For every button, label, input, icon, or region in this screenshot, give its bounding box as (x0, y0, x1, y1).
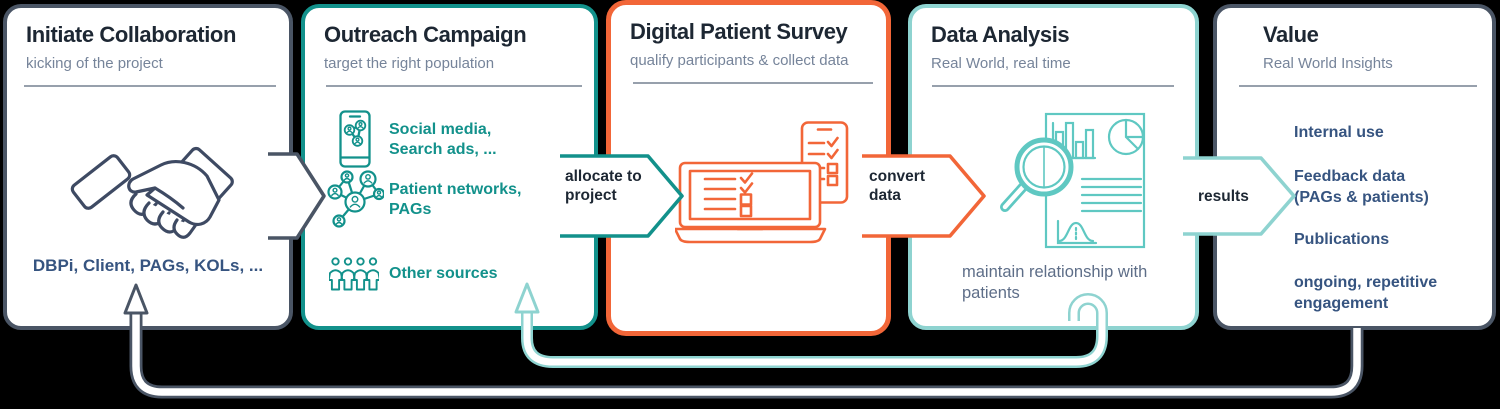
card-subtitle: Real World, real time (931, 55, 1071, 72)
value-item: Internal use (1294, 124, 1384, 141)
card-title: Initiate Collaboration (26, 22, 236, 47)
connector-label-allocate: allocate to project (565, 168, 642, 204)
card-value: Value Real World Insights Internal use F… (1213, 4, 1496, 330)
outreach-item-label: Patient networks, PAGs (389, 181, 522, 218)
outreach-item-label: Social media, Search ads, ... (389, 121, 497, 158)
card-subtitle: kicking of the project (26, 55, 163, 72)
laptop-phone-survey-icon (673, 121, 849, 250)
people-group-icon (327, 257, 381, 298)
divider (24, 85, 276, 87)
divider (633, 82, 873, 84)
handshake-icon (67, 138, 237, 261)
stakeholders-text: DBPi, Client, PAGs, KOLs, ... (32, 256, 264, 275)
phone-social-network-icon (339, 110, 371, 173)
card-outreach-campaign: Outreach Campaign target the right popul… (301, 4, 598, 330)
card-subtitle: Real World Insights (1263, 55, 1393, 72)
card-data-analysis: Data Analysis Real World, real time (908, 4, 1199, 330)
divider (1239, 85, 1477, 87)
outreach-item-label: Other sources (389, 265, 498, 282)
value-item: Feedback data (PAGs & patients) (1294, 168, 1429, 206)
patient-network-icon (326, 170, 386, 237)
card-subtitle: qualify participants & collect data (630, 52, 849, 69)
report-magnifier-icon (989, 99, 1189, 269)
card-initiate-collaboration: Initiate Collaboration kicking of the pr… (3, 4, 293, 330)
value-item: Publications (1294, 231, 1390, 248)
card-title: Data Analysis (931, 22, 1070, 47)
card-subtitle: target the right population (324, 55, 495, 72)
connector-label-convert: convert data (869, 168, 925, 204)
divider (932, 85, 1174, 87)
card-title: Value (1263, 22, 1319, 47)
divider (326, 85, 582, 87)
analysis-note: maintain relationship with patients (962, 263, 1148, 302)
card-title: Digital Patient Survey (630, 19, 848, 44)
card-title: Outreach Campaign (324, 22, 527, 47)
value-item: ongoing, repetitive engagement (1294, 274, 1438, 312)
connector-label-results: results (1198, 188, 1249, 205)
